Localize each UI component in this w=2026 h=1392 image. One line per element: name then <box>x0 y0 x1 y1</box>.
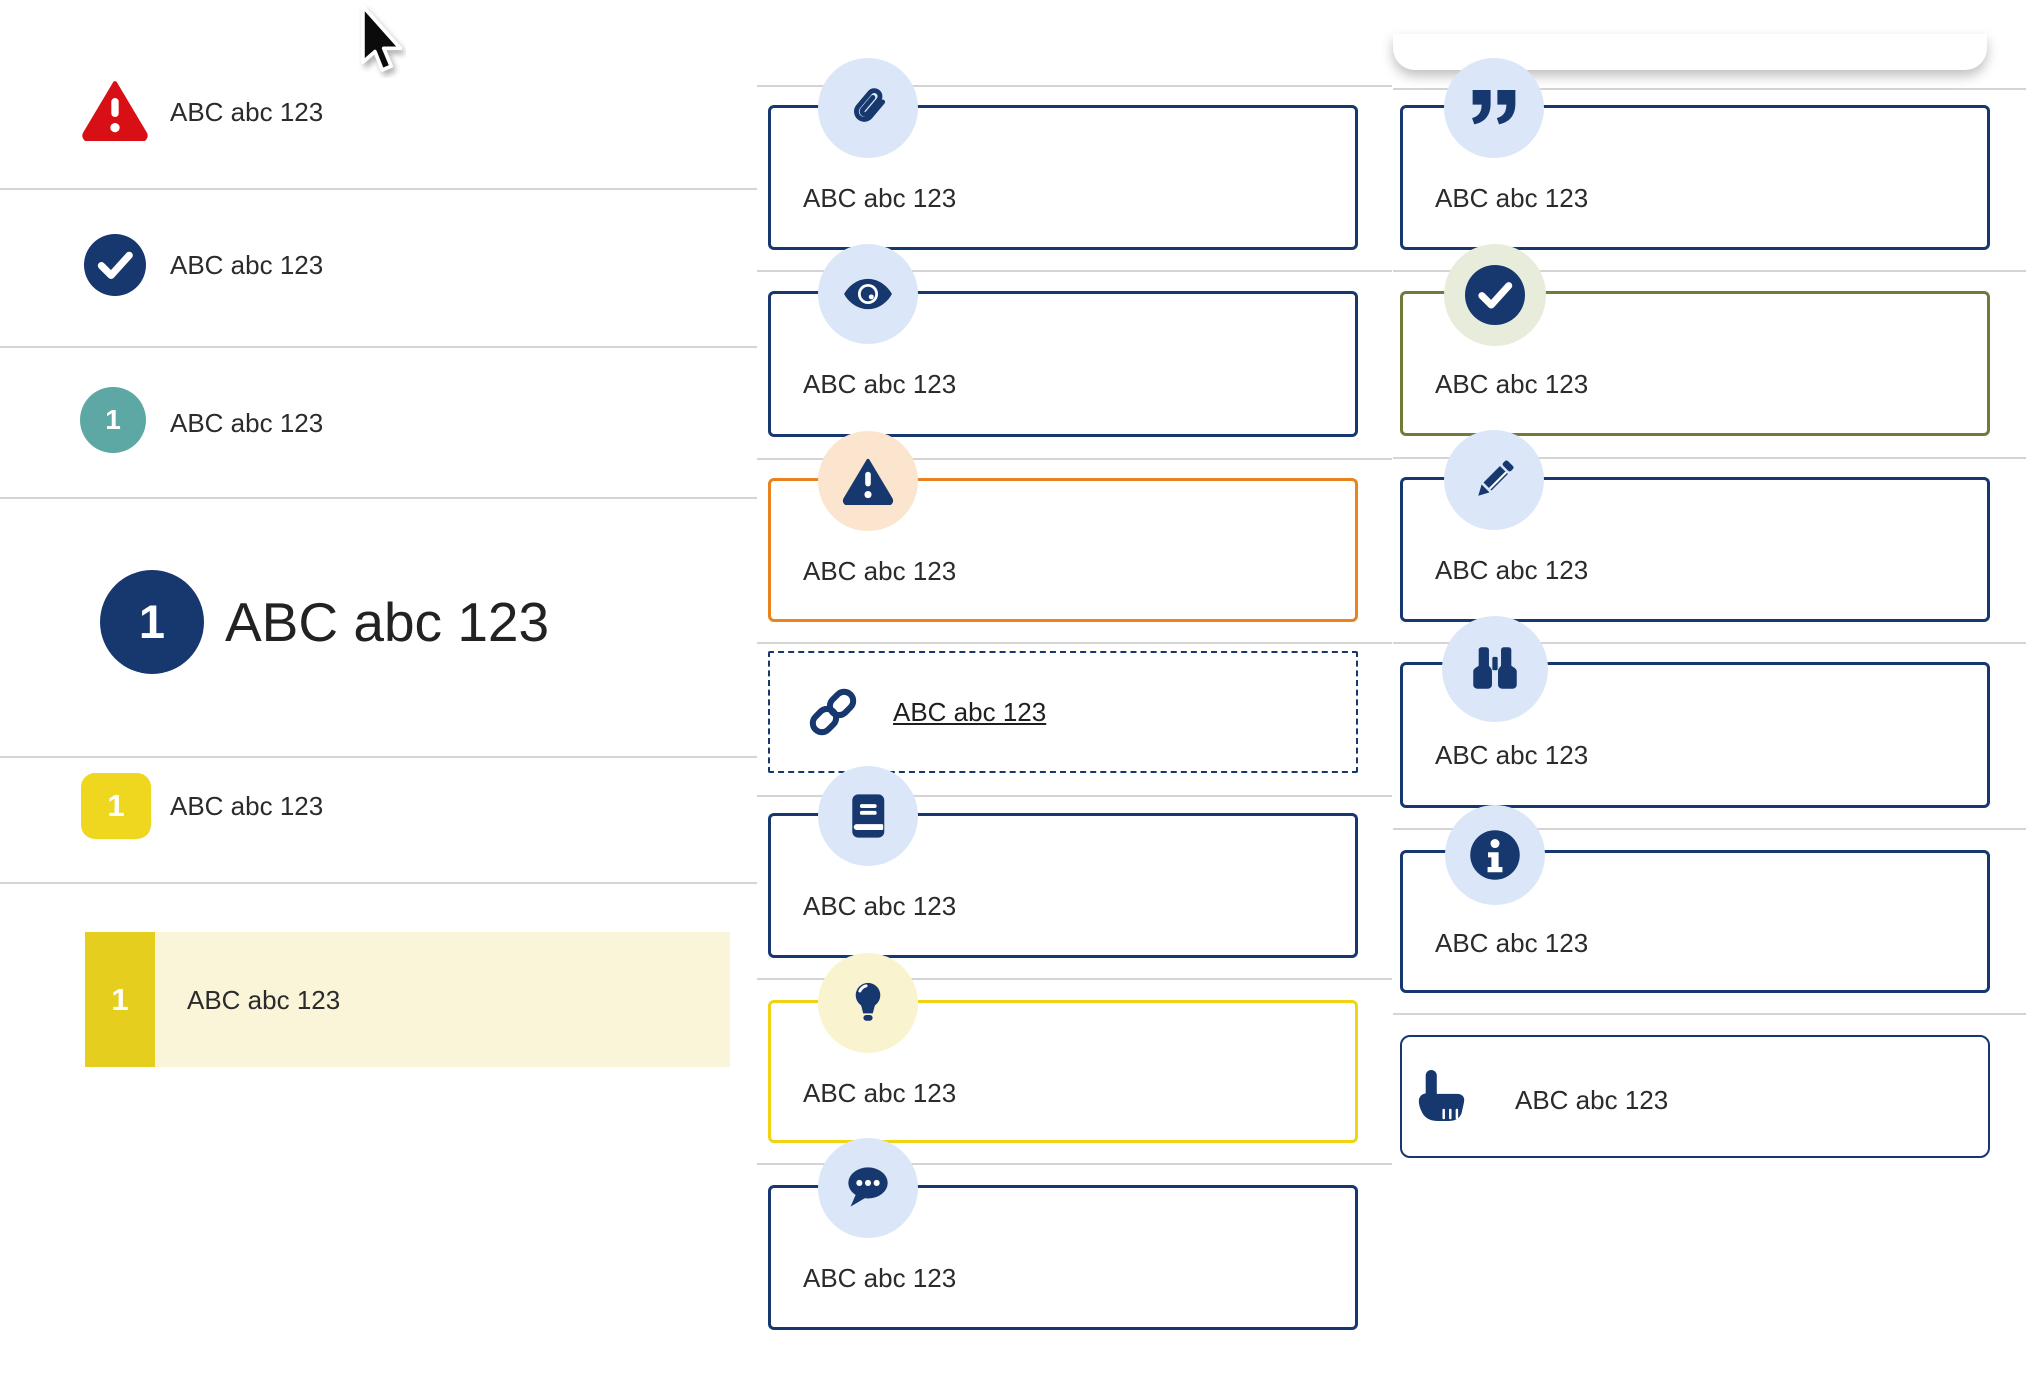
warning-icon-badge <box>818 431 918 531</box>
discussion-icon-badge <box>818 1138 918 1238</box>
list-item-label-large: ABC abc 123 <box>225 591 550 653</box>
divider <box>757 1163 1392 1165</box>
quote-icon-badge <box>1444 58 1544 158</box>
callout-label: ABC abc 123 <box>1435 928 1589 958</box>
lightbulb-icon <box>855 982 881 1021</box>
quote-icon <box>1472 90 1516 125</box>
paperclip-icon <box>854 88 886 122</box>
divider <box>1393 457 2026 459</box>
check-circle-icon <box>84 234 146 301</box>
callout-label: ABC abc 123 <box>1435 555 1589 585</box>
divider <box>1393 270 2026 272</box>
success-icon-badge <box>1444 244 1546 346</box>
attachment-icon-badge <box>818 58 918 158</box>
large-number-badge <box>100 570 204 674</box>
warning-triangle-icon <box>81 79 149 146</box>
badge-number: 1 <box>105 404 121 435</box>
chat-icon <box>848 1167 888 1207</box>
list-item-label: ABC abc 123 <box>170 791 324 821</box>
callout-label: ABC abc 123 <box>803 369 957 399</box>
divider <box>0 346 757 348</box>
divider <box>757 85 1392 87</box>
callout-link-text[interactable]: ABC abc 123 <box>893 697 1047 727</box>
callout-label: ABC abc 123 <box>803 1078 957 1108</box>
callout-label: ABC abc 123 <box>803 1263 957 1293</box>
callout-link-box <box>768 651 1358 773</box>
list-item-label: ABC abc 123 <box>170 408 324 438</box>
divider <box>0 882 757 884</box>
callout-label: ABC abc 123 <box>803 891 957 921</box>
list-item-label: ABC abc 123 <box>187 985 341 1015</box>
callout-label: ABC abc 123 <box>803 183 957 213</box>
divider <box>0 497 757 499</box>
divider <box>1393 828 2026 830</box>
book-icon <box>852 794 885 838</box>
list-item-label: ABC abc 123 <box>170 97 324 127</box>
search-icon-badge <box>1442 616 1548 722</box>
badge-number: 1 <box>107 788 125 823</box>
callout-label: ABC abc 123 <box>1435 369 1589 399</box>
callout-label: ABC abc 123 <box>1435 183 1589 213</box>
callout-label: ABC abc 123 <box>1515 1085 1669 1115</box>
teal-number-badge <box>80 387 146 453</box>
pencil-icon <box>1478 460 1514 496</box>
divider <box>1393 642 2026 644</box>
tip-icon-badge <box>818 953 918 1053</box>
list-item-label: ABC abc 123 <box>170 250 324 280</box>
badge-number: 1 <box>138 595 166 648</box>
callout-view-box <box>768 291 1358 437</box>
view-icon-badge <box>818 244 918 344</box>
warning-triangle-icon <box>842 458 894 505</box>
check-circle-icon <box>1465 265 1525 325</box>
divider <box>757 978 1392 980</box>
edit-icon-badge <box>1444 430 1544 530</box>
callout-action-box <box>1400 1035 1990 1158</box>
pointer-hand-icon <box>1416 1068 1478 1135</box>
badge-number: 1 <box>111 982 129 1017</box>
info-icon-badge <box>1445 805 1545 905</box>
yellow-number-badge <box>81 773 151 839</box>
divider <box>0 756 757 758</box>
divider <box>757 270 1392 272</box>
divider <box>0 188 757 190</box>
divider <box>757 642 1392 644</box>
callout-attachment-box <box>768 105 1358 250</box>
reference-icon-badge <box>818 766 918 866</box>
binoculars-icon <box>1473 647 1517 689</box>
link-icon <box>804 683 862 746</box>
divider <box>1393 1013 2026 1015</box>
callout-label: ABC abc 123 <box>803 556 957 586</box>
divider <box>1393 88 2026 90</box>
eye-icon <box>844 278 892 310</box>
mouse-cursor-icon <box>358 4 406 83</box>
yellow-number-badge <box>85 932 155 1067</box>
highlighted-list-row[interactable] <box>85 932 730 1067</box>
callout-label: ABC abc 123 <box>1435 740 1589 770</box>
info-icon <box>1470 830 1520 880</box>
divider <box>757 458 1392 460</box>
divider <box>757 795 1392 797</box>
